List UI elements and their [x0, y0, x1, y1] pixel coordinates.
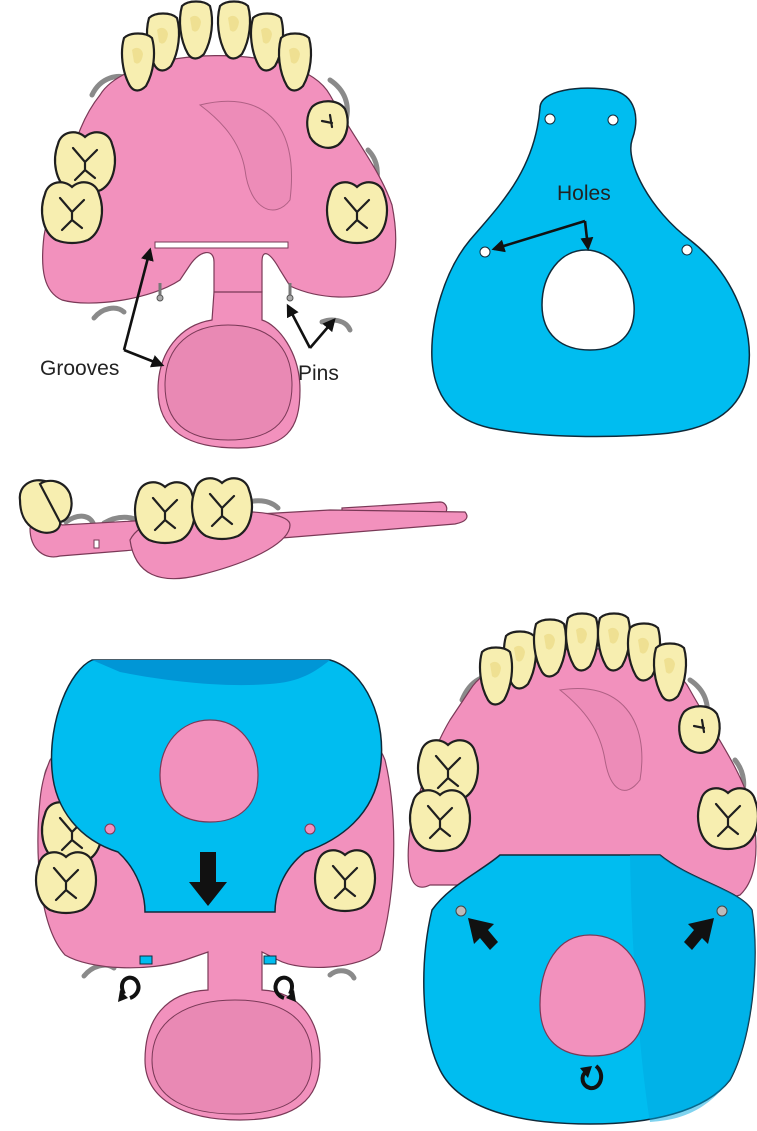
- tooth: [327, 182, 387, 243]
- tooth: [180, 2, 212, 59]
- assembly-fit-view: [408, 614, 757, 1125]
- tooth: [192, 478, 252, 539]
- label-holes: Holes: [557, 182, 611, 205]
- groove-slot: [155, 242, 288, 248]
- tooth: [410, 790, 470, 851]
- tooth: [480, 648, 512, 705]
- wire-clasp: [330, 971, 354, 978]
- hole: [545, 114, 555, 124]
- tooth: [315, 850, 375, 911]
- tooth: [698, 788, 757, 849]
- upper-appliance-view: Grooves Pins: [40, 2, 396, 449]
- tooth: [135, 482, 195, 543]
- tooth: [122, 34, 154, 91]
- tooth: [566, 614, 598, 671]
- tooth: [598, 614, 630, 671]
- label-grooves: Grooves: [40, 357, 119, 380]
- pin: [456, 906, 466, 916]
- tooth: [218, 2, 250, 59]
- hole: [608, 115, 618, 125]
- tooth: [36, 852, 96, 913]
- label-pins: Pins: [298, 362, 339, 385]
- tooth: [251, 14, 283, 71]
- shield-opening: [540, 935, 645, 1056]
- assembly-press-view: [36, 660, 394, 1120]
- hole: [682, 245, 692, 255]
- hole: [105, 824, 115, 834]
- tooth: [279, 34, 311, 91]
- tooth: [534, 620, 566, 677]
- tooth: [654, 644, 686, 701]
- hole: [480, 247, 490, 257]
- shield-opening: [160, 720, 258, 822]
- wire-clasp: [94, 308, 124, 318]
- shield-plate-view: Holes: [432, 88, 750, 436]
- hole: [305, 824, 315, 834]
- pin: [717, 906, 727, 916]
- side-view: [20, 478, 467, 578]
- tooth: [307, 101, 347, 148]
- tooth: [42, 182, 102, 243]
- tooth: [679, 706, 719, 753]
